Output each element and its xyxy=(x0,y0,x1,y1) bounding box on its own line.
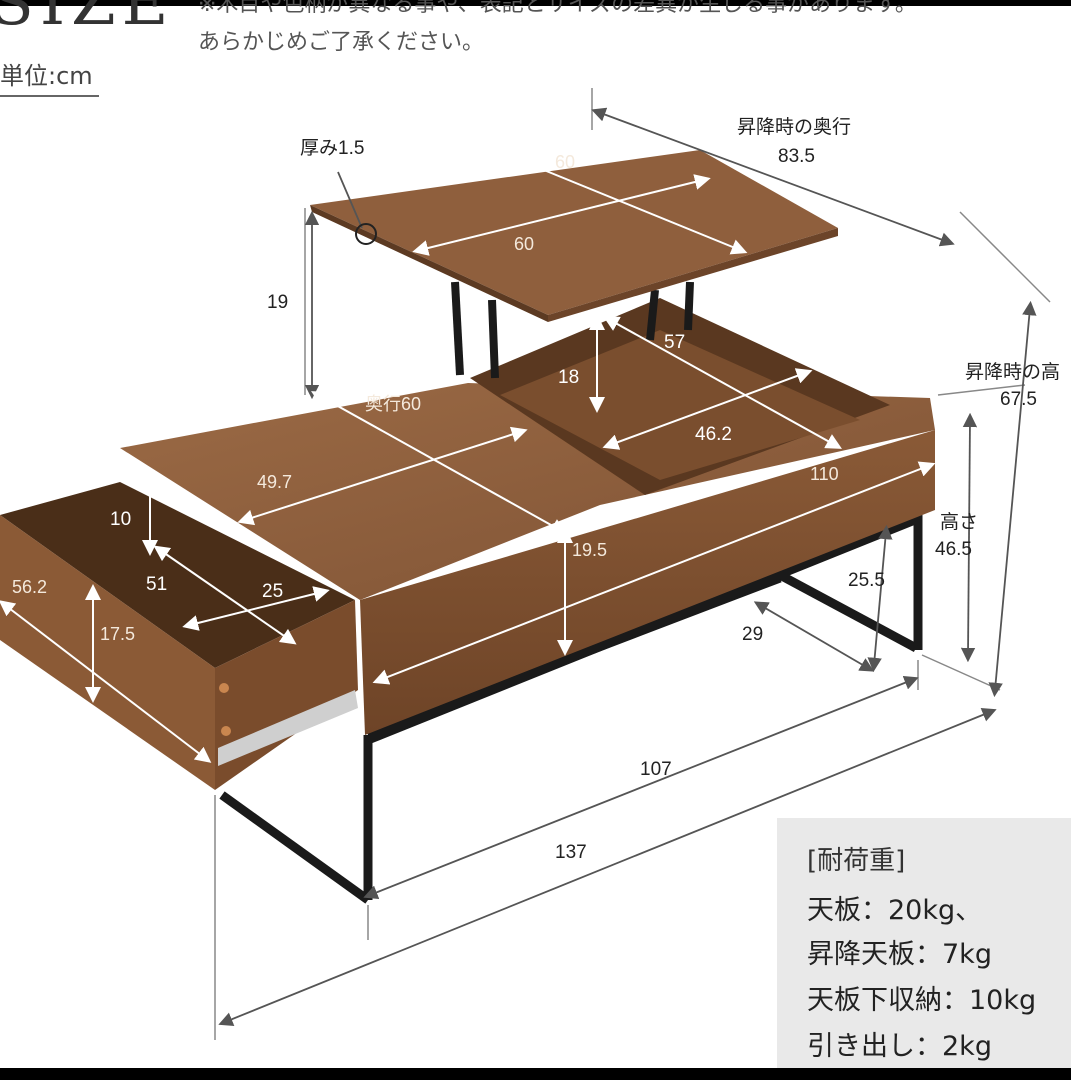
load-item-lift-top: 昇降天板：7kg xyxy=(807,939,992,970)
label-height: 高さ xyxy=(940,511,978,533)
load-capacity-title: [耐荷重] xyxy=(807,846,906,876)
load-item-under-storage: 天板下収納：10kg xyxy=(807,985,1037,1016)
value-lift-height: 67.5 xyxy=(1000,389,1037,410)
load-item-top: 天板：20kg、 xyxy=(807,895,983,926)
lift-top-edge xyxy=(310,205,548,322)
value-drawer-width: 25 xyxy=(262,581,283,602)
value-drawer-height: 10 xyxy=(110,509,131,530)
unit-label: 単位:cm xyxy=(0,56,99,97)
value-drawer-front-height: 17.5 xyxy=(100,624,135,644)
notice-line-2: あらかじめご了承ください。 xyxy=(198,30,485,55)
value-total-width: 137 xyxy=(555,842,587,863)
lift-top-board xyxy=(310,150,838,315)
value-storage-depth: 46.2 xyxy=(695,424,732,445)
label-depth: 奥行60 xyxy=(365,394,421,414)
top-border xyxy=(0,0,1071,6)
value-lift-gap: 19 xyxy=(267,292,288,313)
load-capacity-panel: [耐荷重] 天板：20kg、 昇降天板：7kg 天板下収納：10kg 引き出し：… xyxy=(777,818,1071,1068)
value-storage-height: 18 xyxy=(558,367,579,388)
value-table-width: 110 xyxy=(810,464,839,484)
notice-line-1: ※木目や色柄が異なる事や、表記とサイズの差異が生じる事があります。 xyxy=(198,0,917,17)
value-top-width: 60 xyxy=(514,234,534,254)
label-lift-depth: 昇降時の奥行 xyxy=(737,116,851,138)
value-front-height: 19.5 xyxy=(572,540,607,560)
drawer-dowel-bottom xyxy=(221,726,231,736)
drawer-dowel-top xyxy=(219,683,229,693)
value-storage-width: 57 xyxy=(664,332,685,353)
value-inner-width: 49.7 xyxy=(257,472,292,492)
bottom-border xyxy=(0,1068,1071,1080)
load-item-drawer: 引き出し：2kg xyxy=(807,1031,992,1062)
label-thickness: 厚み1.5 xyxy=(300,138,364,159)
label-lift-height: 昇降時の高 xyxy=(965,361,1060,383)
value-leg-height: 25.5 xyxy=(848,570,885,591)
value-height: 46.5 xyxy=(935,539,972,560)
value-top-depth: 60 xyxy=(555,152,575,172)
lift-top-edge-right xyxy=(548,228,838,322)
size-title: SIZE xyxy=(0,0,175,40)
value-leg-span: 107 xyxy=(640,759,672,780)
value-drawer-outer: 56.2 xyxy=(12,577,47,597)
value-leg-depth: 29 xyxy=(742,624,763,645)
dimension-arrows-white xyxy=(0,152,936,763)
value-lift-depth: 83.5 xyxy=(778,146,815,167)
value-drawer-depth: 51 xyxy=(146,574,167,595)
notice-text: ※木目や色柄が異なる事や、表記とサイズの差異が生じる事があります。 あらかじめご… xyxy=(198,0,1071,62)
